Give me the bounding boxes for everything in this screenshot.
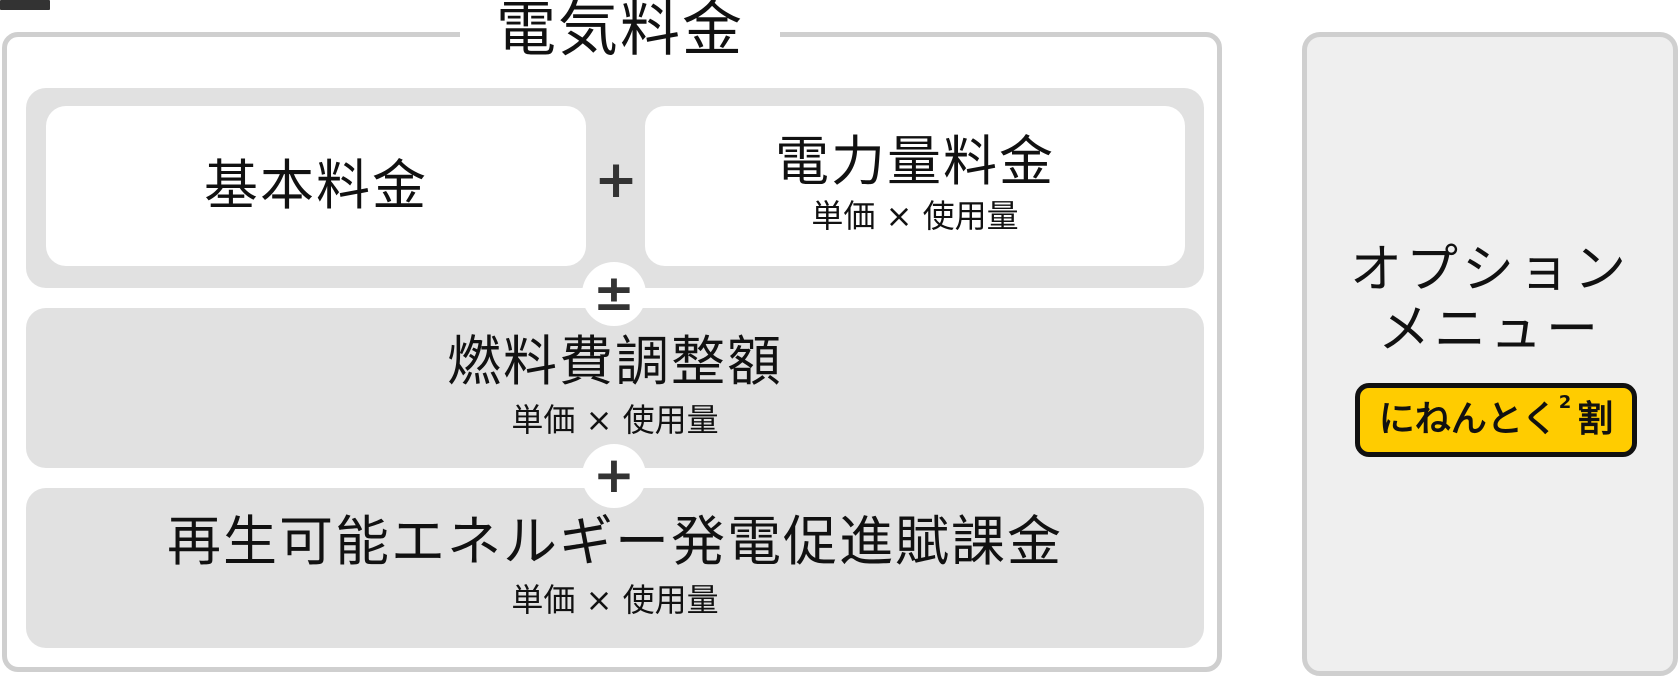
- renewable-surcharge-box: 再生可能エネルギー発電促進賦課金 単価 × 使用量: [26, 488, 1204, 648]
- badge-superscript: 2: [1558, 392, 1572, 413]
- badge-suffix-text: 割: [1577, 399, 1614, 440]
- electricity-fee-title: 電気料金: [460, 0, 780, 66]
- minus-operator: [0, 0, 50, 10]
- basic-fee-label: 基本料金: [204, 154, 428, 217]
- renewable-surcharge-formula: 単価 × 使用量: [511, 581, 719, 619]
- plus-operator-middle: +: [582, 444, 646, 508]
- plus-minus-operator: ±: [582, 262, 646, 326]
- badge-main-text: にねんとく: [1378, 399, 1558, 440]
- plus-operator-top: +: [594, 150, 638, 210]
- power-fee-label: 電力量料金: [775, 130, 1055, 193]
- power-fee-formula: 単価 × 使用量: [811, 197, 1019, 235]
- fuel-adjustment-formula: 単価 × 使用量: [511, 401, 719, 439]
- fuel-adjustment-label: 燃料費調整額: [447, 330, 783, 393]
- renewable-surcharge-label: 再生可能エネルギー発電促進賦課金: [167, 510, 1063, 573]
- option-menu-title-line1: オプション: [1349, 240, 1630, 300]
- basic-fee-box: 基本料金: [46, 106, 586, 266]
- fuel-adjustment-box: 燃料費調整額 単価 × 使用量: [26, 308, 1204, 468]
- option-menu-title-line2: メニュー: [1377, 300, 1602, 360]
- power-fee-box: 電力量料金 単価 × 使用量: [645, 106, 1185, 266]
